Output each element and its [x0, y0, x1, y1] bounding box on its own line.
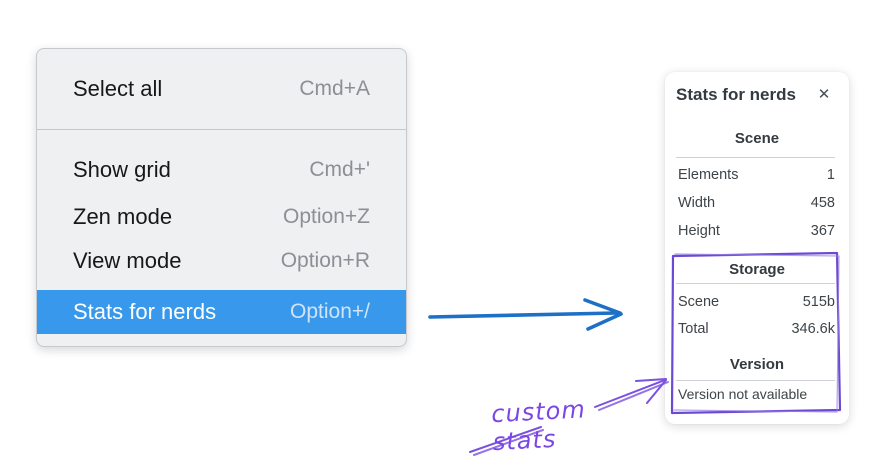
- blue-arrow-icon: [428, 298, 623, 331]
- menu-item-label: Stats for nerds: [73, 299, 217, 324]
- menu-item-label: View mode: [73, 248, 182, 273]
- menu-item-zen-mode[interactable]: Zen mode Option+Z: [37, 194, 406, 240]
- menu-item-select-all[interactable]: Select all Cmd+A: [37, 61, 406, 117]
- menu-item-label: Select all: [73, 76, 163, 101]
- divider: [676, 157, 835, 158]
- divider: [676, 283, 835, 284]
- stat-value: 367: [810, 223, 835, 239]
- menu-item-label: Show grid: [73, 157, 171, 182]
- context-menu: Select all Cmd+A Show grid Cmd+' Zen mod…: [36, 48, 407, 347]
- stat-label: Total: [678, 321, 709, 337]
- version-note: Version not available: [678, 386, 808, 402]
- menu-item-shortcut: Option+/: [290, 300, 370, 323]
- menu-item-shortcut: Option+Z: [283, 205, 370, 228]
- menu-item-show-grid[interactable]: Show grid Cmd+': [37, 147, 406, 193]
- menu-item-stats-for-nerds[interactable]: Stats for nerds Option+/: [37, 290, 406, 334]
- menu-item-label: Zen mode: [73, 204, 173, 229]
- stat-value: 1: [826, 167, 835, 183]
- stats-panel-title: Stats for nerds: [676, 85, 796, 104]
- divider: [676, 380, 835, 381]
- stat-value: 346.6k: [791, 321, 835, 337]
- custom-stats-annotation: custom stats: [490, 395, 587, 457]
- version-section-heading: Version: [729, 356, 785, 373]
- stat-value: 458: [810, 195, 835, 211]
- menu-item-shortcut: Option+R: [280, 249, 370, 272]
- stat-row-total-storage: Total 346.6k: [665, 315, 849, 343]
- stat-label: Scene: [678, 294, 720, 310]
- stat-label: Width: [678, 195, 716, 211]
- stat-row-height: Height 367: [665, 217, 849, 245]
- menu-item-shortcut: Cmd+A: [299, 77, 370, 100]
- stat-row-elements: Elements 1: [665, 161, 849, 189]
- menu-item-shortcut: Cmd+': [309, 158, 370, 181]
- stat-label: Elements: [678, 167, 739, 183]
- scene-section-heading: Scene: [734, 130, 780, 147]
- stat-row-width: Width 458: [665, 189, 849, 217]
- stats-panel: Stats for nerds ✕ Scene Elements 1 Width…: [665, 72, 849, 424]
- menu-item-view-mode[interactable]: View mode Option+R: [37, 238, 406, 284]
- stat-row-scene-storage: Scene 515b: [665, 288, 849, 316]
- menu-separator: [37, 129, 406, 130]
- storage-section-heading: Storage: [729, 261, 785, 278]
- stat-label: Height: [678, 223, 720, 239]
- close-icon[interactable]: ✕: [817, 86, 831, 103]
- stat-value: 515b: [802, 294, 835, 310]
